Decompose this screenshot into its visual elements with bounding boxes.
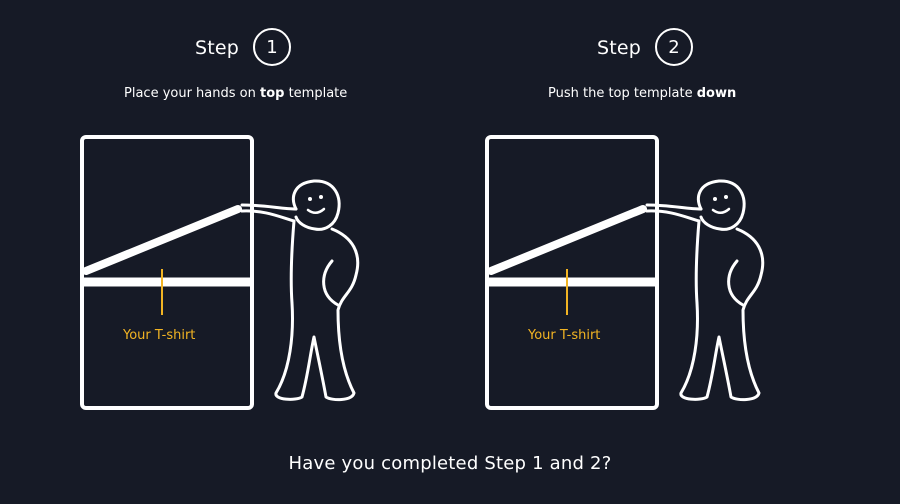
step-1-header: Step 1 <box>0 28 450 68</box>
person-arm <box>645 203 703 223</box>
completion-question: Have you completed Step 1 and 2? <box>288 453 612 474</box>
step-2-tshirt-label: Your T-shirt <box>528 328 601 343</box>
step-2-number-badge: 2 <box>655 28 693 66</box>
step-1-instruction: Place your hands on top template <box>124 86 347 101</box>
step-1-illustration <box>80 135 360 410</box>
step-2-instruction-text: Push the top template <box>548 86 697 101</box>
top-template <box>487 205 647 275</box>
person-hand <box>322 259 340 307</box>
step-1-instruction-bold: top <box>260 86 285 101</box>
step-2-header: Step 2 <box>405 28 855 68</box>
step-1-word: Step <box>195 37 240 59</box>
person-head <box>291 179 341 231</box>
step-2-word: Step <box>597 37 642 59</box>
step-2-illustration <box>485 135 765 410</box>
step-1-instruction-tail: template <box>284 86 348 101</box>
press-frame <box>80 135 254 410</box>
step-2-instruction: Push the top template down <box>548 86 736 101</box>
top-template <box>82 205 242 275</box>
step-1-tshirt-label: Your T-shirt <box>123 328 196 343</box>
person-head <box>696 179 746 231</box>
step-1-panel: Step 1 Place your hands on top template … <box>0 0 450 440</box>
press-frame <box>485 135 659 410</box>
step-2-panel: Step 2 Push the top template down Your T… <box>405 0 855 440</box>
person-hand <box>727 259 745 307</box>
step-1-instruction-text: Place your hands on <box>124 86 260 101</box>
step-1-number-badge: 1 <box>253 28 291 66</box>
person-body <box>679 219 765 402</box>
person-arm <box>240 203 298 223</box>
person-body <box>274 219 360 402</box>
step-2-instruction-bold: down <box>696 86 737 101</box>
